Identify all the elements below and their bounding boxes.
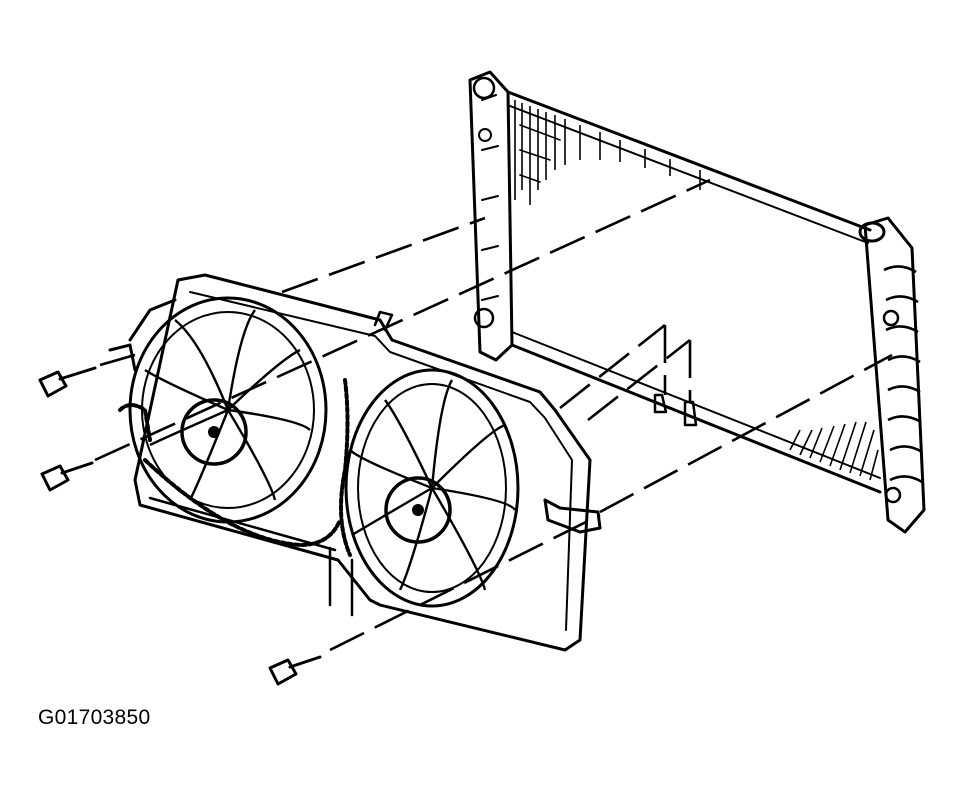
bolt-upper-left [38, 366, 97, 398]
bolt-middle-left [40, 461, 94, 492]
cooling-fan-right [339, 368, 602, 608]
cooling-fan-left [108, 296, 342, 547]
figure-id-label: G01703850 [38, 706, 151, 729]
alignment-lines [94, 178, 893, 652]
bolt-lower [268, 655, 322, 686]
radiator [468, 70, 926, 534]
